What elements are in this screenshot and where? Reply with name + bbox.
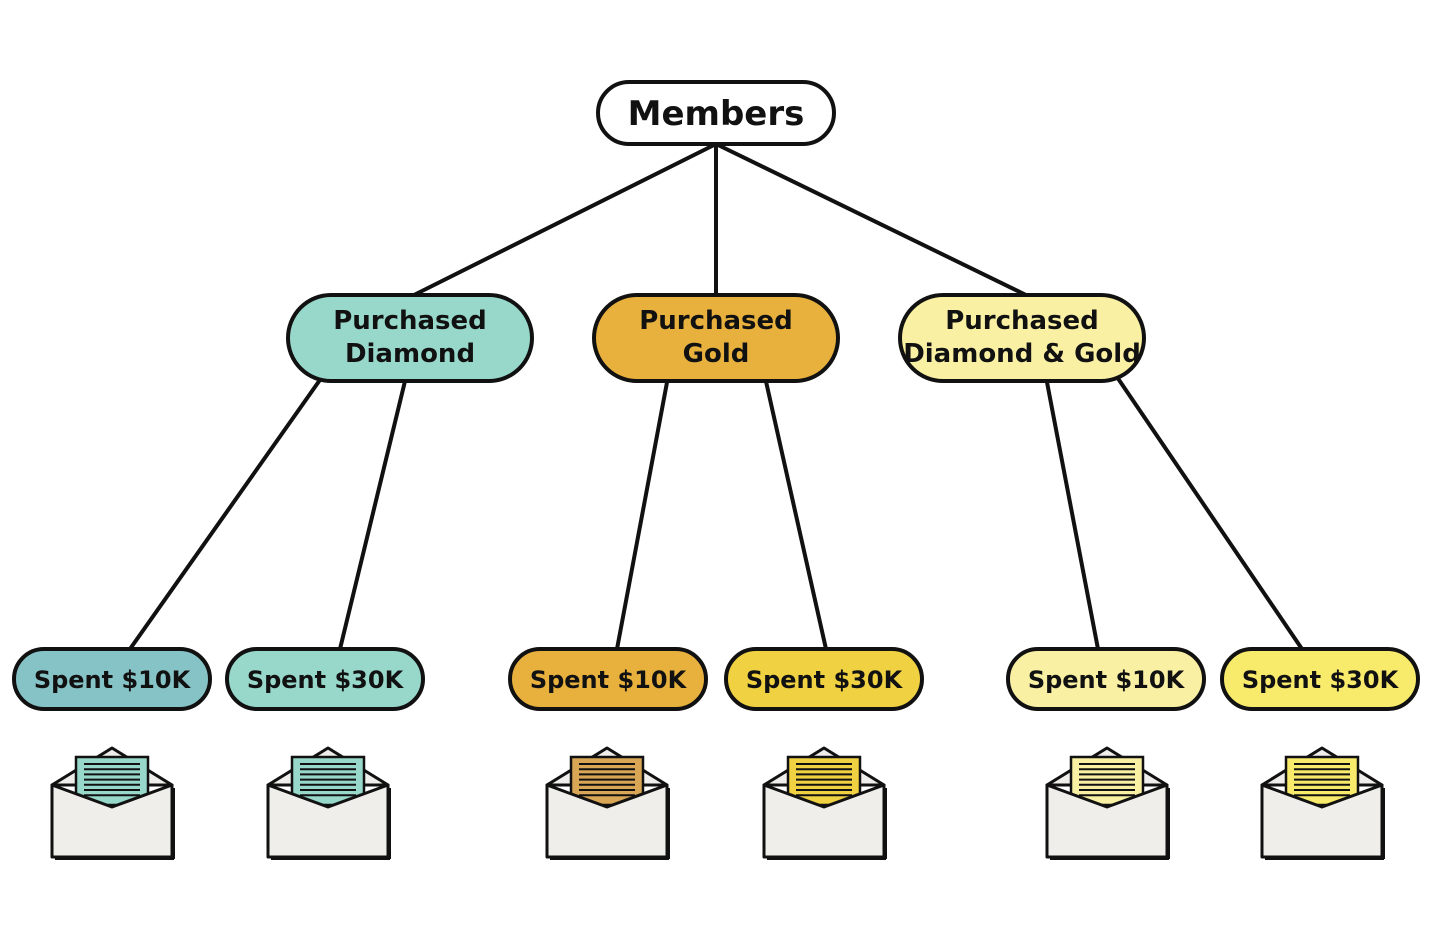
spend-node-2-1: Spent $10K [508,647,708,711]
segment-node-label-line: Purchased [945,306,1099,336]
edge-segment-3-to-leaf-1 [1044,375,1100,651]
spend-node-label: Spent $10K [530,666,688,694]
spend-node-box [225,647,425,711]
segment-node-label-line: Diamond & Gold [903,339,1141,369]
members-node: Members [596,80,836,146]
segment-node-box [286,293,534,383]
spend-node-box [724,647,924,711]
spend-node-label: Spent $10K [1028,666,1186,694]
spend-node-label: Spent $30K [746,666,904,694]
edge-segment-1-to-leaf-2 [338,375,408,651]
spend-node-1-1: Spent $10K [12,647,212,711]
segment-node-label-line: Gold [683,339,750,369]
envelope-icon [1260,746,1385,860]
spend-node-box [12,647,212,711]
envelope-icon [50,746,175,860]
envelope-icon [266,746,391,860]
edge-segment-3-to-leaf-2 [1115,375,1304,651]
spend-node-label: Spent $30K [247,666,405,694]
edge-segment-1-to-leaf-1 [128,375,324,651]
segment-node-box [592,293,840,383]
segment-node-label-line: Purchased [639,306,793,336]
spend-node-box [508,647,708,711]
spend-node-3-2: Spent $30K [1220,647,1420,711]
tree-edges [128,142,1304,651]
envelope-icon [1045,746,1170,860]
envelope-icon [762,746,887,860]
segment-node-label-line: Diamond [345,339,475,369]
edge-segment-2-to-leaf-1 [615,375,670,651]
spend-node-2-2: Spent $30K [724,647,924,711]
members-node-box [596,80,836,146]
envelope-icon [545,746,670,860]
spend-node-box [1006,647,1206,711]
edge-members-to-segment-3 [714,142,1028,297]
spend-node-label: Spent $30K [1242,666,1400,694]
envelope-icons [50,746,1385,860]
edge-segment-2-to-leaf-2 [763,375,828,651]
segment-node-label-line: Purchased [333,306,487,336]
segment-node-box [898,293,1146,383]
members-node-label: Members [628,94,805,134]
spend-node-label: Spent $10K [34,666,192,694]
spend-node-3-1: Spent $10K [1006,647,1206,711]
edge-members-to-segment-1 [412,142,718,297]
tree-nodes: MembersPurchasedDiamondPurchasedGoldPurc… [12,80,1420,711]
spend-node-1-2: Spent $30K [225,647,425,711]
spend-node-box [1220,647,1420,711]
